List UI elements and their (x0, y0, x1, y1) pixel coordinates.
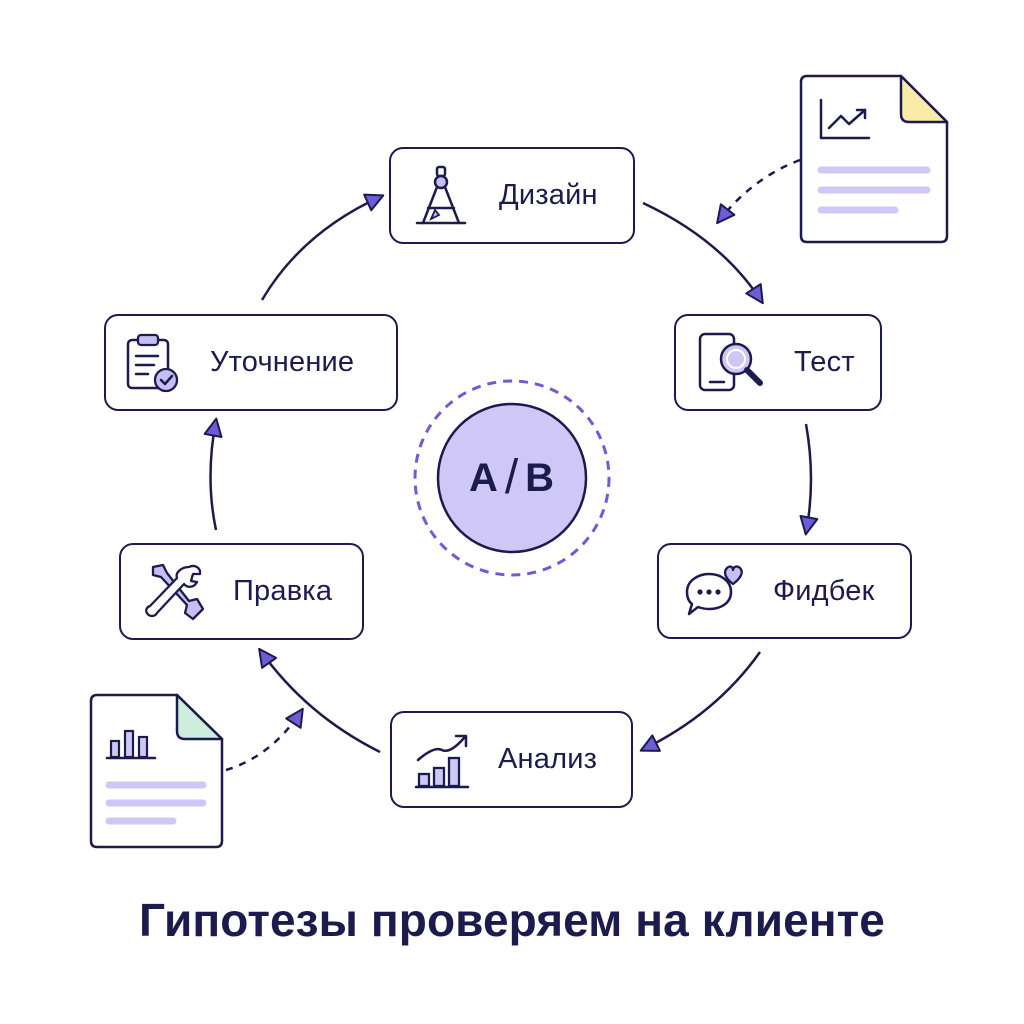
ab-letter-a: A (468, 455, 499, 500)
stage-refine: Уточнение (104, 314, 398, 411)
arrow-refine-to-design (260, 193, 385, 301)
phone-search-icon (698, 332, 763, 391)
bar-chart-document-icon (89, 693, 224, 849)
report-document-top (799, 74, 949, 244)
stage-design: Дизайн (389, 147, 635, 244)
stage-test: Тест (674, 314, 882, 411)
stage-label-analysis: Анализ (498, 743, 598, 775)
arrow-design-to-test (642, 201, 764, 305)
ab-center-badge: A / B (411, 377, 613, 579)
stage-feedback: Фидбек (657, 543, 912, 639)
stage-label-feedback: Фидбек (773, 574, 875, 607)
report-document-bottom (89, 693, 224, 849)
ab-circle-icon (413, 379, 611, 577)
ab-separator: / (504, 450, 520, 504)
stage-analysis: Анализ (390, 711, 633, 808)
stage-label-test: Тест (794, 346, 855, 378)
line-chart-document-icon (799, 74, 949, 244)
stage-label-refine: Уточнение (210, 346, 355, 378)
stage-label-edit: Правка (233, 575, 333, 607)
arrow-edit-to-refine (203, 417, 223, 531)
dashed-arrow-doc-to-edit (225, 707, 304, 772)
stage-label-design: Дизайн (499, 179, 598, 211)
chat-heart-icon (685, 565, 743, 616)
tools-icon (145, 563, 205, 620)
arrow-analysis-to-edit (258, 647, 381, 754)
ab-letter-b: B (525, 455, 556, 500)
stage-edit: Правка (119, 543, 364, 640)
arrow-feedback-to-analysis (639, 651, 762, 752)
ab-inner-circle (436, 402, 588, 554)
compass-icon (415, 165, 467, 224)
diagram-caption: Гипотезы проверяем на клиенте (139, 894, 885, 946)
arrow-test-to-feedback (799, 423, 819, 536)
clipboard-check-icon (126, 333, 179, 392)
dashed-arrow-doc-to-test (716, 158, 801, 225)
bar-chart-trend-icon (414, 734, 470, 788)
